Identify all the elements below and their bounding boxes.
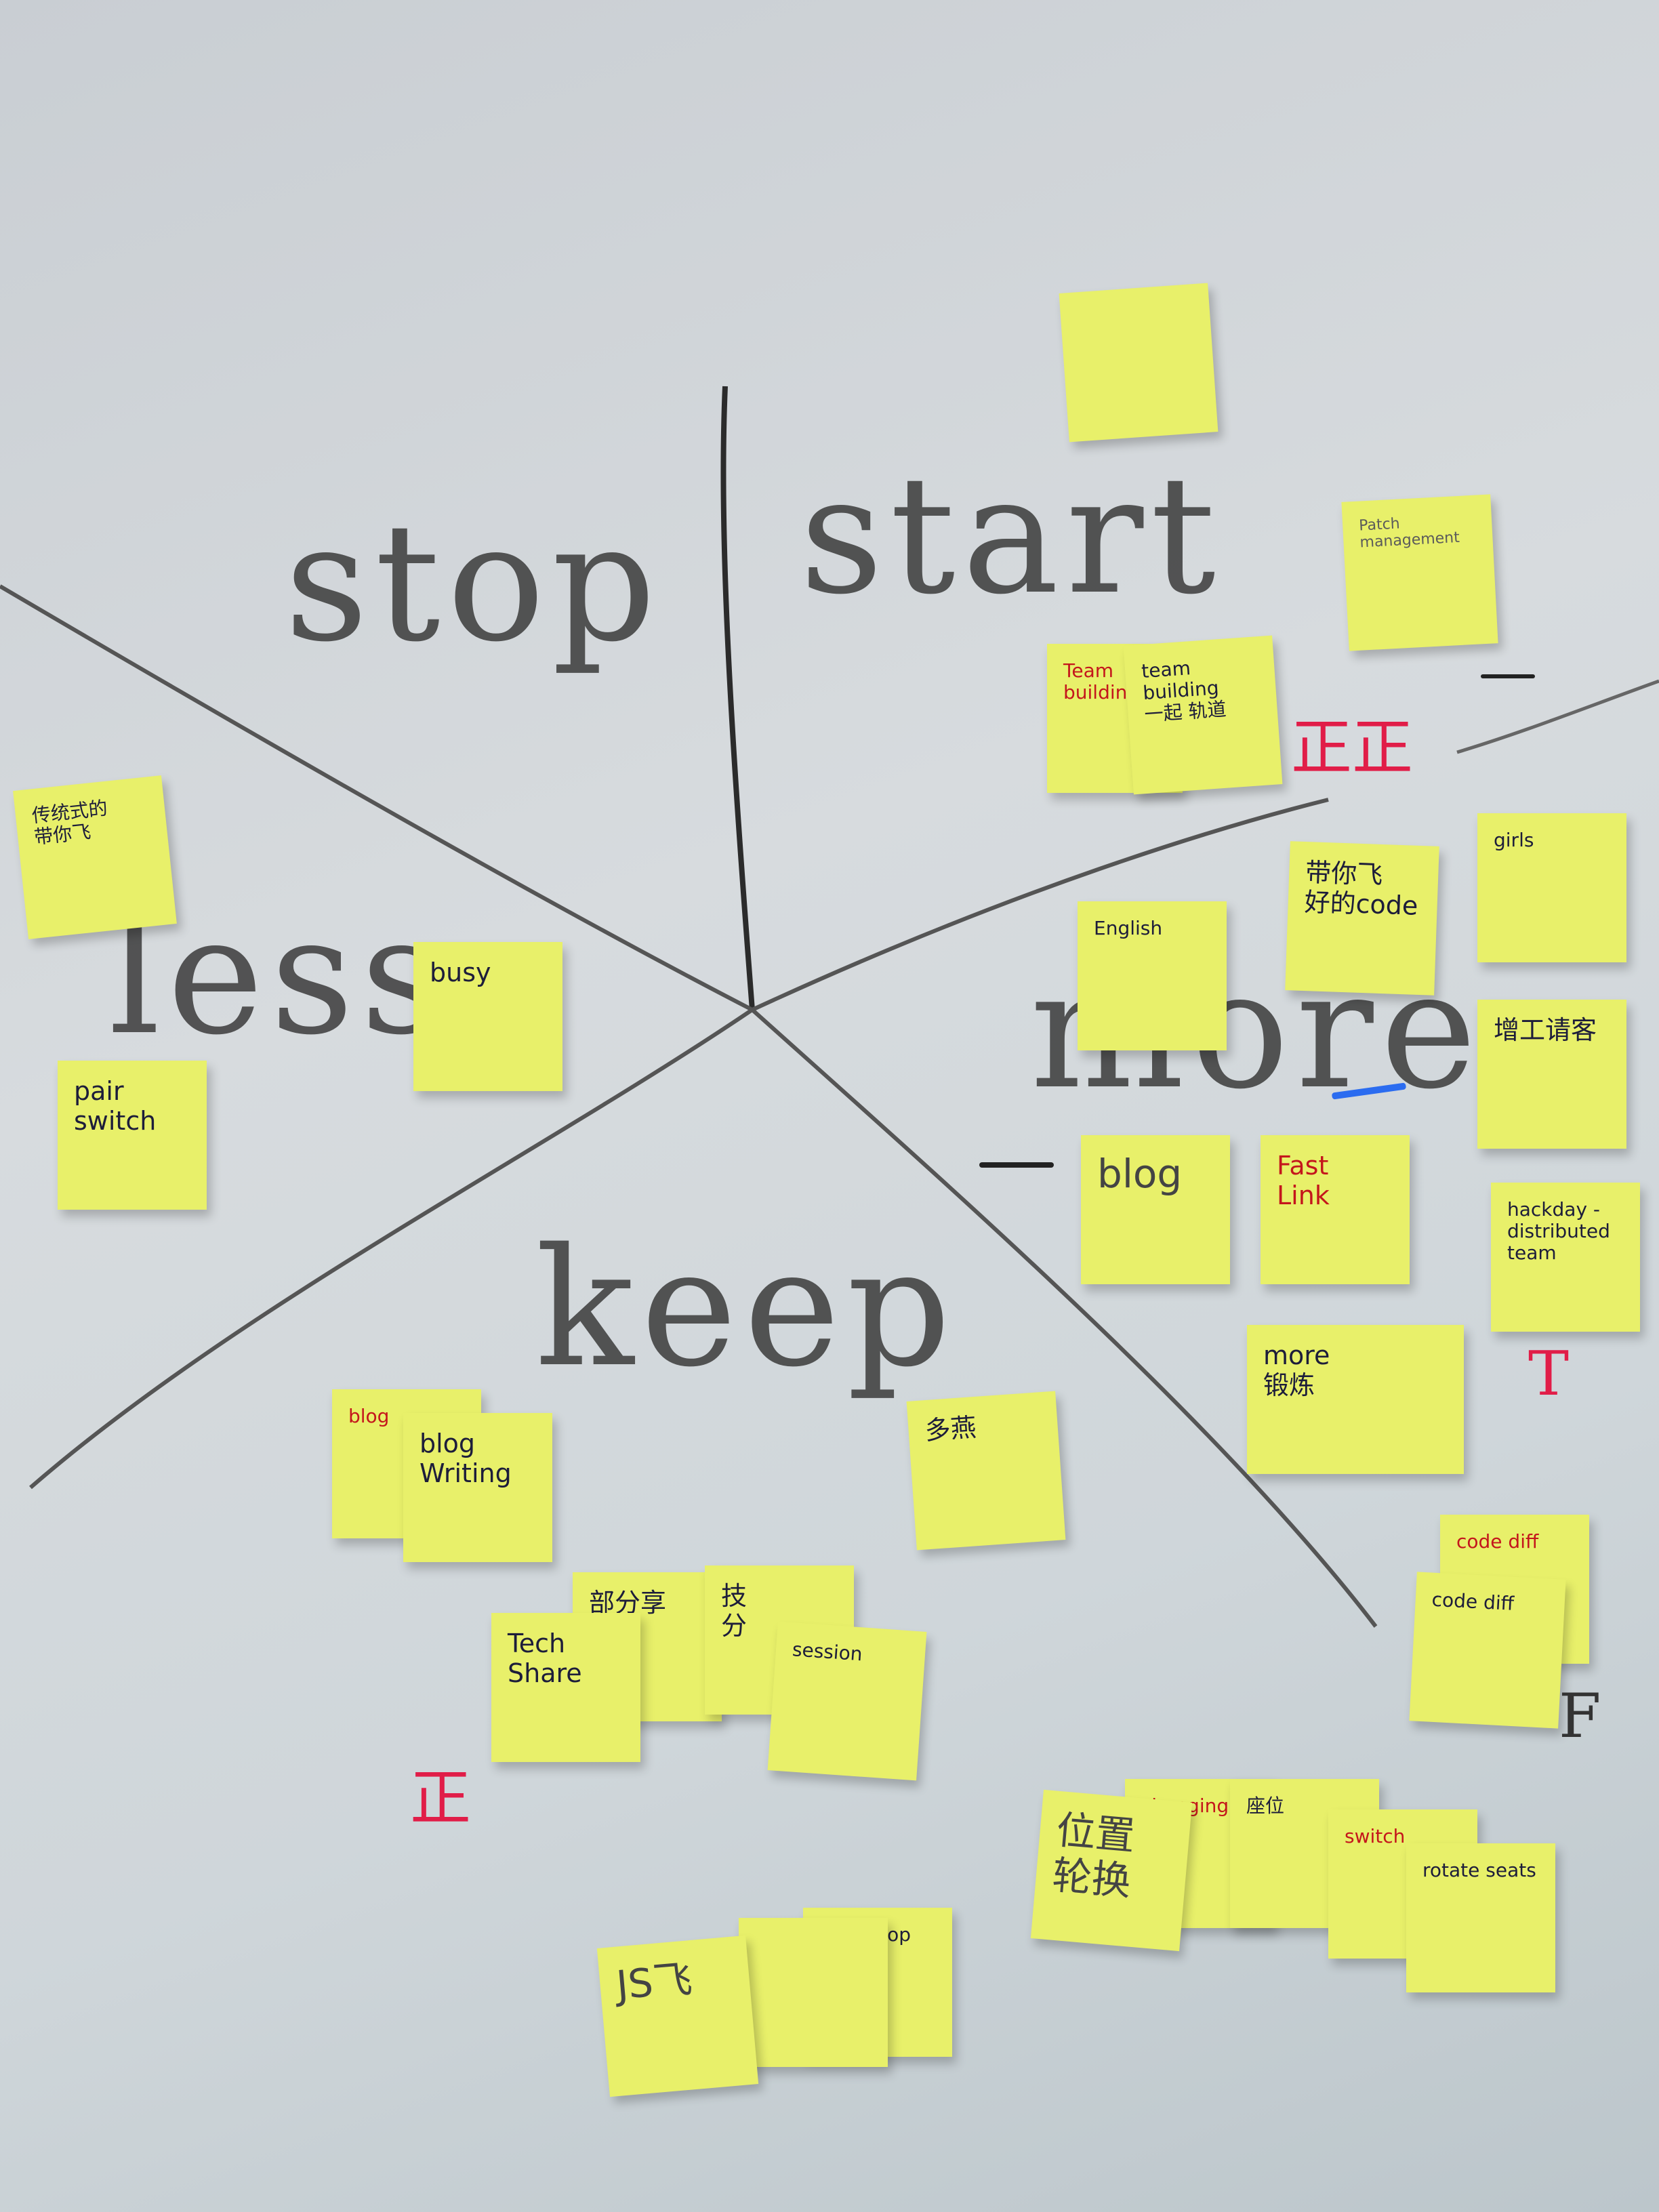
tally-mark: T xyxy=(1528,1338,1570,1410)
sticky-note: girls xyxy=(1477,813,1626,962)
quadrant-label-start: start xyxy=(800,441,1223,630)
tally-mark: 正正 xyxy=(1291,712,1413,783)
sticky-note: 增工请客 xyxy=(1477,1000,1626,1149)
sticky-note: session xyxy=(767,1621,927,1781)
quadrant-label-stop: stop xyxy=(285,488,663,678)
sticky-note: blog xyxy=(1081,1135,1230,1284)
pen-dash xyxy=(1481,674,1535,678)
sticky-note: Patch management xyxy=(1341,494,1498,651)
line-vertical-top xyxy=(720,386,755,1010)
sticky-note: 带你飞好的code xyxy=(1285,841,1439,996)
sticky-note: 传统式的带你飞 xyxy=(13,775,177,939)
sticky-note xyxy=(1059,283,1218,443)
sticky-note: rotate seats xyxy=(1406,1843,1555,1992)
sticky-note: 位置轮换 xyxy=(1030,1789,1193,1952)
sticky-note: JS飞 xyxy=(596,1935,759,2097)
quadrant-label-keep: keep xyxy=(535,1213,958,1403)
sticky-note: busy xyxy=(413,942,562,1091)
sticky-note: 多燕 xyxy=(906,1391,1066,1551)
sticky-note xyxy=(739,1918,888,2067)
pen-dash xyxy=(979,1162,1054,1168)
sticky-note: code diff xyxy=(1409,1572,1566,1729)
sticky-note: English xyxy=(1078,901,1227,1050)
tally-mark: F xyxy=(1559,1681,1601,1752)
line-right-edge xyxy=(1456,679,1659,754)
tally-mark: 正 xyxy=(410,1763,471,1834)
